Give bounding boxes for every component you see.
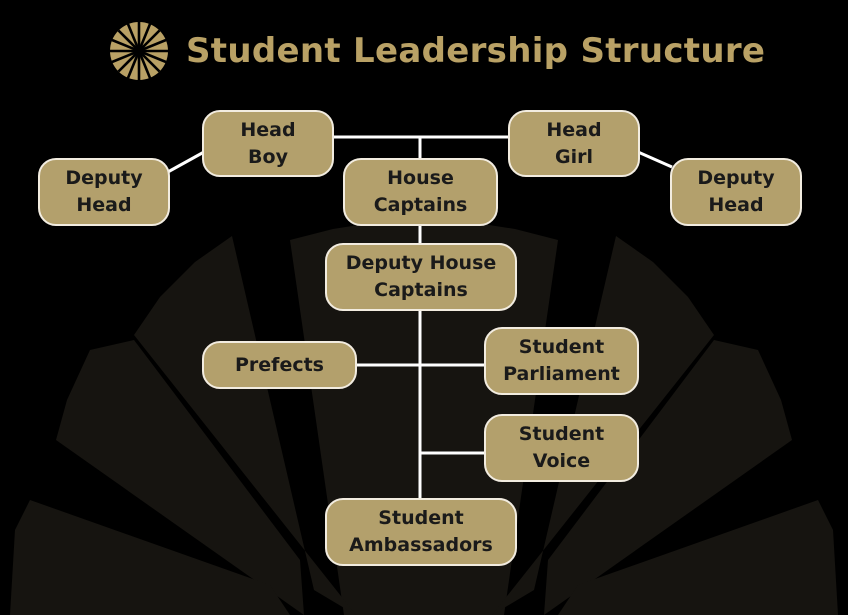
node-student-parliament-line-1: Student xyxy=(518,336,605,359)
page-title: Student Leadership Structure xyxy=(186,31,766,71)
node-student-voice-line-1: Student xyxy=(518,423,605,446)
node-deputy-head-left-line-1: Deputy xyxy=(65,167,143,190)
node-deputy-house-captains-line-1: Deputy House xyxy=(345,252,497,275)
sunburst-logo-icon xyxy=(110,22,168,80)
node-prefects: Prefects xyxy=(202,341,357,389)
node-deputy-head-right-line-1: Deputy xyxy=(697,167,775,190)
node-student-ambassadors-line-2: Ambassadors xyxy=(349,534,493,556)
node-deputy-head-right-line-2: Head xyxy=(708,194,764,216)
node-prefects-line-1: Prefects xyxy=(235,353,324,376)
node-head-boy-line-2: Boy xyxy=(248,145,288,168)
node-house-captains-line-2: Captains xyxy=(373,194,468,216)
node-student-parliament-line-2: Parliament xyxy=(503,363,620,385)
node-deputy-head-left-line-2: Head xyxy=(76,194,132,216)
node-student-ambassadors-line-1: Student xyxy=(378,507,464,530)
node-head-girl-line-2: Girl xyxy=(555,145,593,168)
node-head-girl-line-1: Head xyxy=(546,118,602,141)
node-house-captains-line-1: House xyxy=(387,167,454,190)
node-student-voice-line-2: Voice xyxy=(532,450,591,472)
node-head-boy-line-1: Head xyxy=(240,118,296,141)
header: Student Leadership Structure xyxy=(108,20,765,82)
node-deputy-house-captains-line-2: Captains xyxy=(374,279,468,301)
